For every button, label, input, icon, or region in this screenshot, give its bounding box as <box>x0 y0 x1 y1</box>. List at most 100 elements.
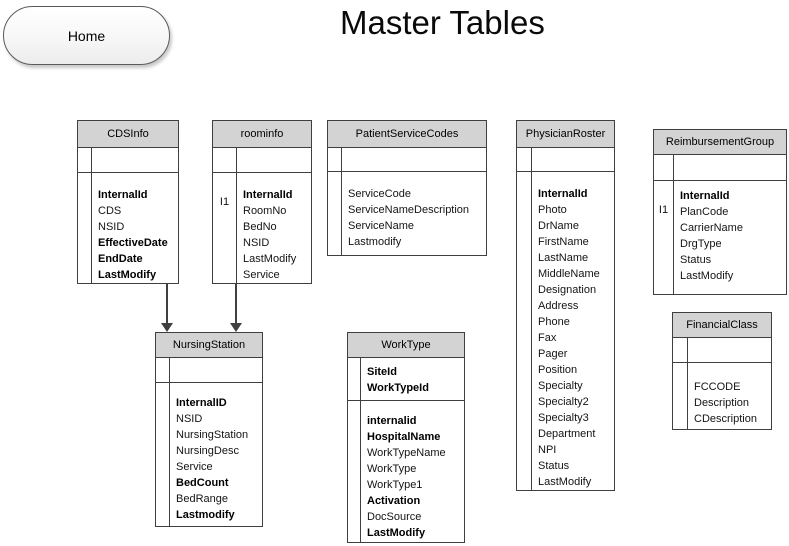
entity-title: PhysicianRoster <box>525 128 606 140</box>
entity-title: roominfo <box>240 128 284 140</box>
entity-key-row <box>328 148 486 172</box>
field-photo: Photo <box>538 204 567 216</box>
field-roomno: RoomNo <box>243 205 287 217</box>
connector-roominfo-nursingstation <box>235 284 237 324</box>
field-internalid: InternalID <box>176 397 227 409</box>
entity-index-cell <box>517 172 532 490</box>
entity-physicianroster-header: PhysicianRoster <box>517 121 614 148</box>
entity-nursingstation-header: NursingStation <box>156 333 262 358</box>
field-lastmodify: LastModify <box>98 269 157 281</box>
field-status: Status <box>538 460 570 472</box>
entity-index-cell <box>328 172 342 255</box>
entity-key-row <box>156 358 262 383</box>
entity-index-cell <box>156 383 170 526</box>
entity-title: WorkType <box>381 339 431 351</box>
field-nsid: NSID <box>176 413 203 425</box>
field-service: Service <box>243 269 280 281</box>
field-department: Department <box>538 428 596 440</box>
home-button-label: Home <box>67 27 106 44</box>
field-specialty: Specialty <box>538 380 583 392</box>
entity-key-row <box>213 148 311 173</box>
field-specialty3: Specialty3 <box>538 412 589 424</box>
field-nsid: NSID <box>243 237 270 249</box>
entity-key-row <box>78 148 178 173</box>
home-button[interactable]: Home <box>3 6 170 65</box>
entity-financialclass-header: FinancialClass <box>673 313 771 338</box>
field-service: Service <box>176 461 213 473</box>
entity-title: CDSInfo <box>107 128 149 140</box>
entity-key-row <box>654 155 786 181</box>
field-lastmodify: LastModify <box>538 476 592 488</box>
entity-reimbursementgroup-header: ReimbursementGroup <box>654 130 786 155</box>
field-cdescription: CDescription <box>694 413 757 425</box>
field-enddate: EndDate <box>98 253 143 265</box>
field-lastname: LastName <box>538 252 589 264</box>
entity-worktype-header: WorkType <box>348 333 464 358</box>
field-internalid: InternalId <box>538 188 588 200</box>
field-designation: Designation <box>538 284 597 296</box>
field-plancode: PlanCode <box>680 206 729 218</box>
field-lastmodify: LastModify <box>680 270 734 282</box>
field-bedrange: BedRange <box>176 493 228 505</box>
field-effectivedate: EffectiveDate <box>98 237 168 249</box>
field-servicecode: ServiceCode <box>348 188 411 200</box>
entity-key-row <box>517 148 614 172</box>
entity-index-cell <box>673 363 688 429</box>
field-internalid: InternalId <box>243 189 293 201</box>
field-firstname: FirstName <box>538 236 589 248</box>
field-worktype1: WorkType1 <box>367 479 423 491</box>
field-lastmodify: LastModify <box>243 253 297 265</box>
field-npi: NPI <box>538 444 557 456</box>
field-position: Position <box>538 364 578 376</box>
entity-nursingstation: NursingStation InternalID NSID NursingStat… <box>155 332 263 527</box>
field-nursingstation: NursingStation <box>176 429 249 441</box>
field-internalid: InternalId <box>98 189 148 201</box>
entity-cdsinfo-header: CDSInfo <box>78 121 178 148</box>
field-drname: DrName <box>538 220 579 232</box>
entity-index-cell <box>348 401 361 542</box>
field-nsid: NSID <box>98 221 125 233</box>
entity-key-row <box>673 338 771 363</box>
entity-title: ReimbursementGroup <box>665 136 775 148</box>
entity-title: PatientServiceCodes <box>355 128 459 140</box>
field-lastmodify: LastModify <box>367 527 426 539</box>
entity-roominfo-header: roominfo <box>213 121 311 148</box>
field-fccode: FCCODE <box>694 381 741 393</box>
field-drgtype: DrgType <box>680 238 722 250</box>
field-specialty2: Specialty2 <box>538 396 589 408</box>
field-activation: Activation <box>367 495 421 507</box>
entity-title: FinancialClass <box>686 319 758 331</box>
page-title: Master Tables <box>340 4 545 41</box>
field-bedcount: BedCount <box>176 477 229 489</box>
connector-cdsinfo-nursingstation <box>166 284 168 324</box>
field-servicename: ServiceName <box>348 220 415 232</box>
field-cds: CDS <box>98 205 122 217</box>
field-phone: Phone <box>538 316 570 328</box>
field-description: Description <box>694 397 750 409</box>
entity-index-cell: I1 <box>213 173 237 283</box>
entity-index-cell <box>78 173 92 283</box>
field-middlename: MiddleName <box>538 268 600 280</box>
field-docsource: DocSource <box>367 511 422 523</box>
field-pager: Pager <box>538 348 568 360</box>
field-worktypename: WorkTypeName <box>367 447 446 459</box>
field-siteid: SiteId <box>367 366 397 378</box>
entity-title: NursingStation <box>172 339 246 351</box>
field-hospitalname: HospitalName <box>367 431 441 443</box>
field-worktypeid: WorkTypeId <box>367 382 429 394</box>
